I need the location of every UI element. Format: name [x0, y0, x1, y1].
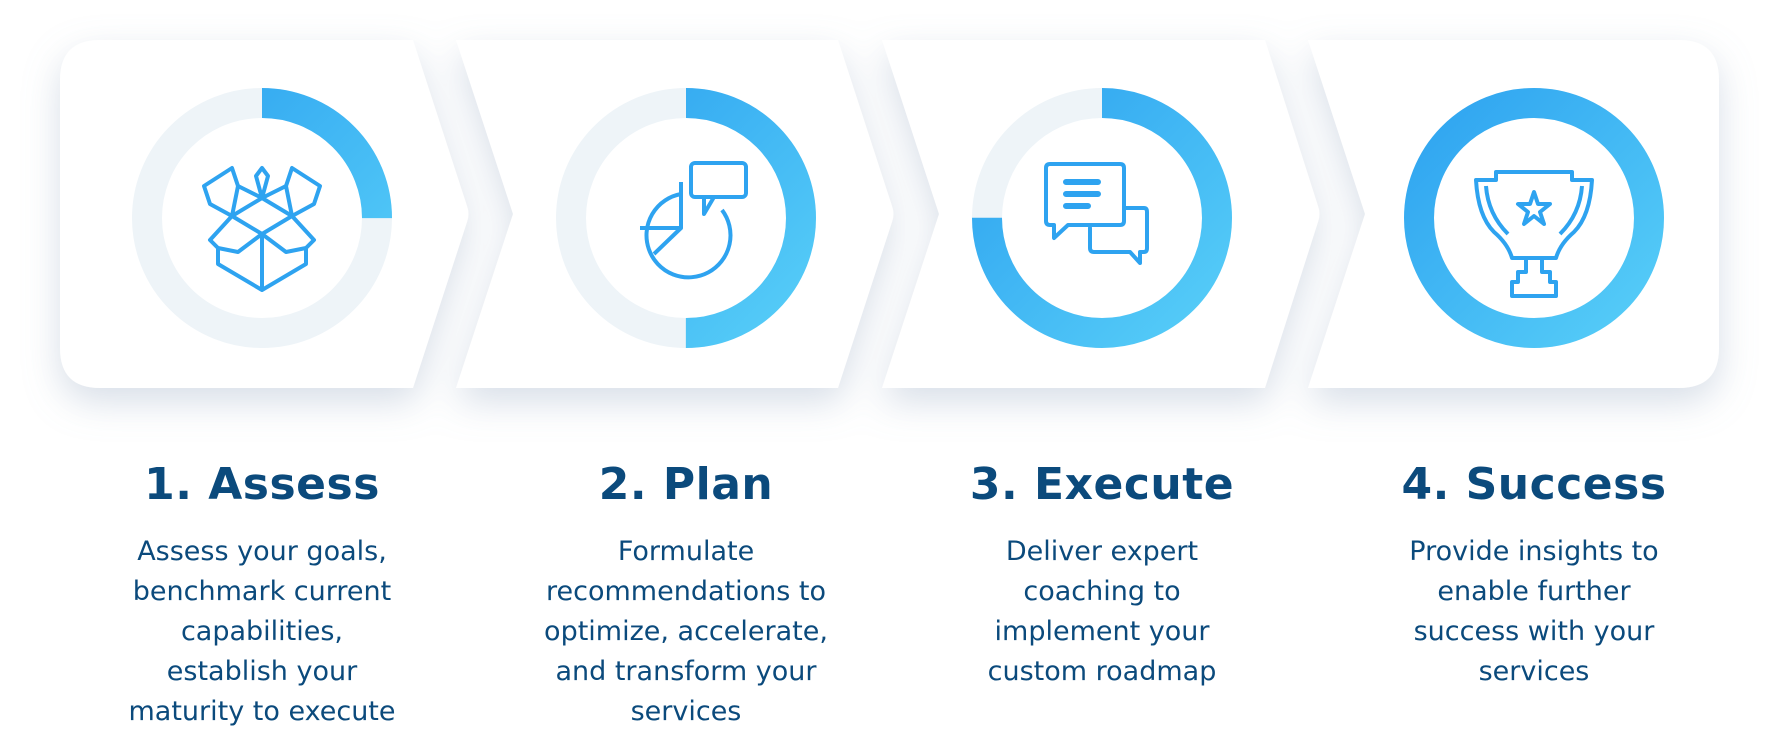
step-title: 4. Success: [1401, 459, 1667, 510]
step-title: 2. Plan: [598, 459, 774, 510]
step-card-3: [882, 40, 1320, 388]
trophy-icon: [1474, 170, 1594, 298]
description-line: implement your: [994, 616, 1210, 647]
step-description: Provide insights to enable further succe…: [1334, 532, 1734, 692]
description-line: services: [630, 696, 742, 727]
description-line: custom roadmap: [987, 656, 1217, 687]
pie-chart-comment-icon: [640, 161, 748, 280]
description-line: services: [1478, 656, 1590, 687]
chat-bubbles-icon: [1044, 162, 1149, 265]
description-line: capabilities,: [180, 616, 344, 647]
description-line: establish your: [166, 656, 358, 687]
step-description: Assess your goals, benchmark current cap…: [62, 532, 462, 732]
description-line: Assess your goals,: [137, 536, 387, 567]
description-line: Formulate: [617, 536, 755, 567]
description-line: recommendations to: [546, 576, 826, 607]
description-line: benchmark current: [132, 576, 392, 607]
description-line: and transform your: [555, 656, 817, 687]
description-line: maturity to execute: [128, 696, 396, 727]
progress-ring-fill: [556, 88, 816, 348]
description-line: coaching to: [1023, 576, 1181, 607]
step-description: Deliver expert coaching to implement you…: [902, 532, 1302, 692]
description-line: Deliver expert: [1005, 536, 1199, 567]
description-line: Provide insights to: [1409, 536, 1659, 567]
progress-ring-fill: [132, 88, 392, 348]
progress-ring-fill: [1404, 88, 1664, 348]
step-title: 1. Assess: [144, 459, 380, 510]
description-line: success with your: [1413, 616, 1655, 647]
step-title: 3. Execute: [969, 459, 1235, 510]
progress-ring-fill: [972, 88, 1232, 348]
open-box-icon: [202, 166, 322, 292]
description-line: optimize, accelerate,: [544, 616, 828, 647]
step-description: Formulate recommendations to optimize, a…: [486, 532, 886, 732]
description-line: enable further: [1437, 576, 1631, 607]
